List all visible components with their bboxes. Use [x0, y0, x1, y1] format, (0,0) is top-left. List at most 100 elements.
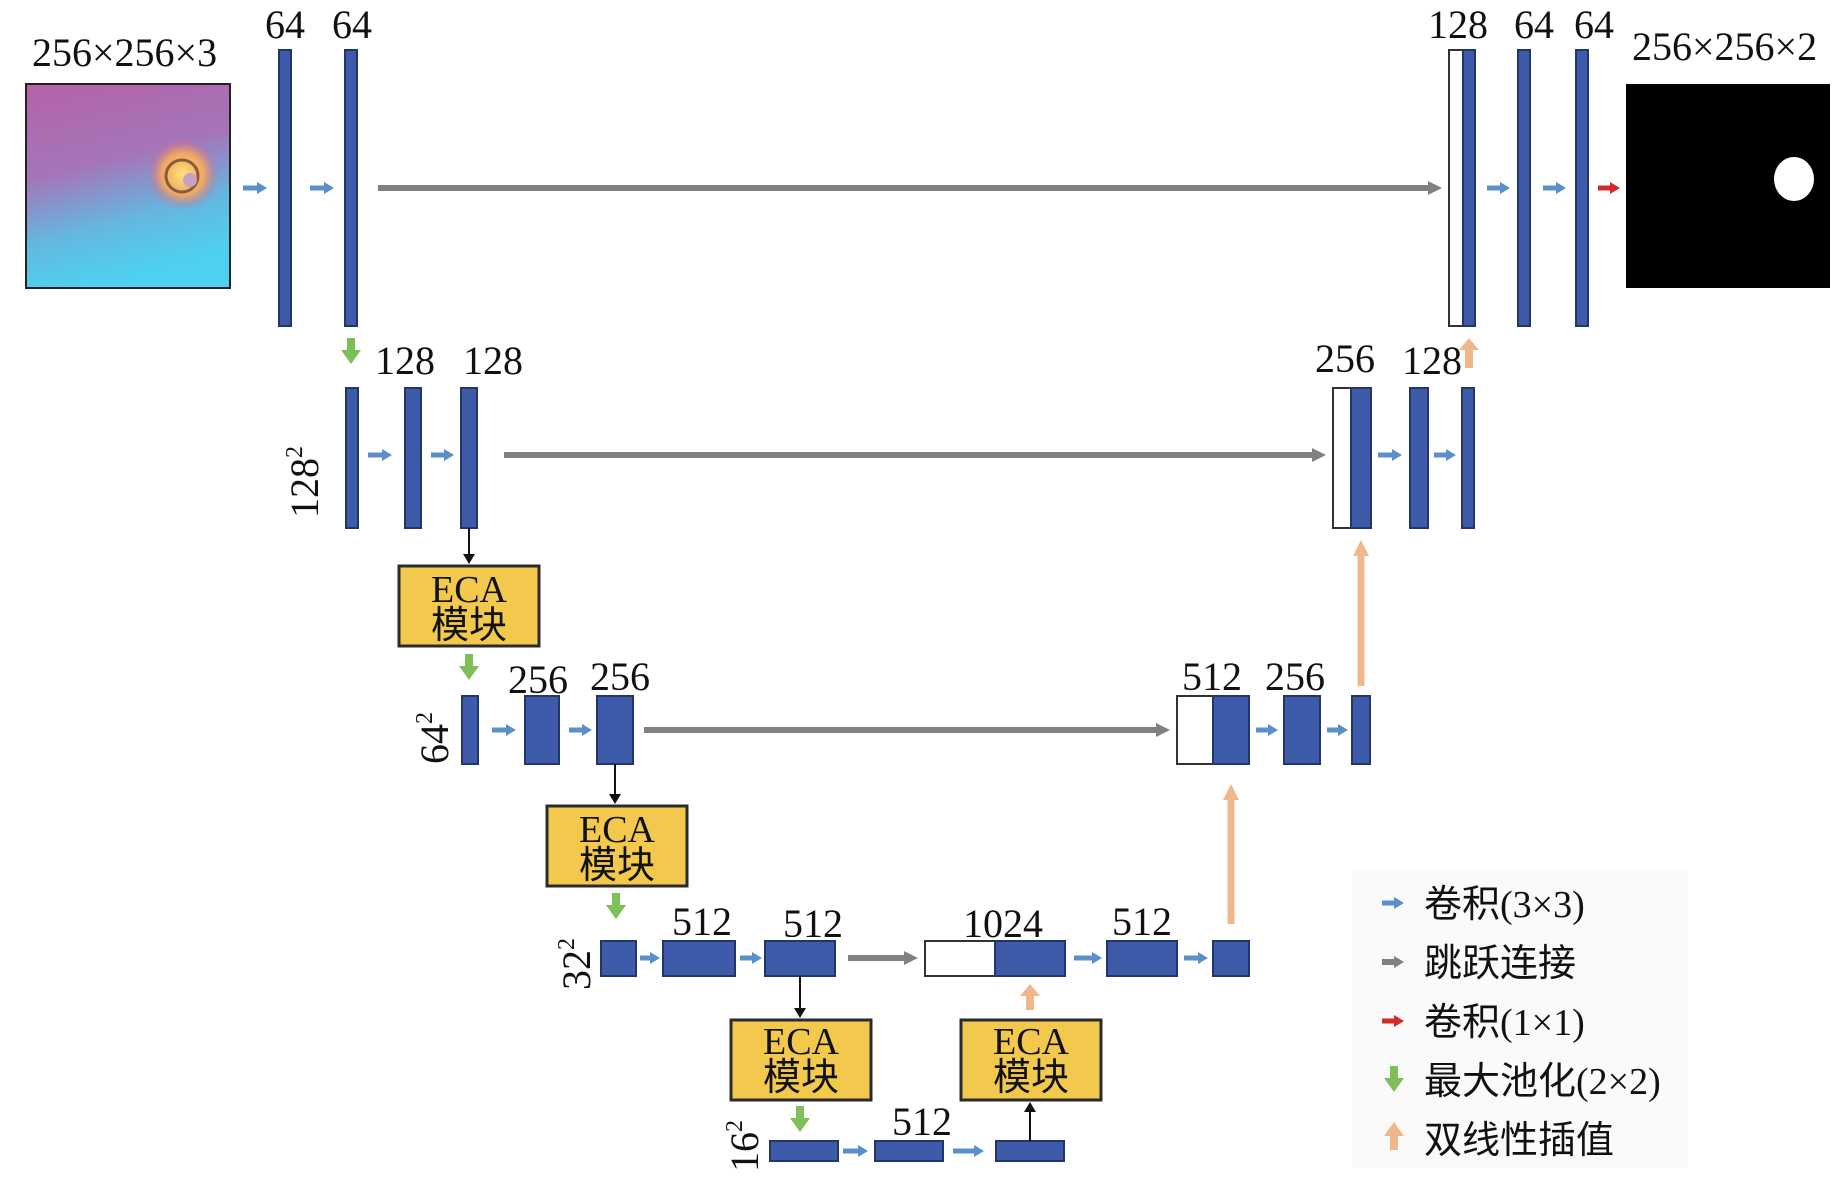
maxpool-arrow-l2 [459, 654, 479, 680]
res-label-l2: 1282 [282, 446, 327, 518]
l1-dec-concat-up [1462, 49, 1476, 327]
l2-dec-block-1 [1409, 387, 1429, 529]
l3-enc-channel-1: 256 [508, 657, 568, 702]
upsample-arrow-l4 [1020, 984, 1040, 1010]
l3-dec-block-2 [1351, 695, 1371, 765]
maxpool-arrow-icon [1384, 1066, 1404, 1092]
legend-label-skip: 跳跃连接 [1424, 943, 1576, 985]
output-mask [1626, 84, 1830, 288]
l2-dec-channel-2: 128 [1402, 338, 1462, 383]
l2-dec-block-2 [1461, 387, 1475, 529]
conv-arrow-l5-1 [843, 1145, 868, 1157]
conv-arrow-l3-dec-1 [1256, 724, 1278, 736]
l5-channel-1: 512 [892, 1099, 952, 1144]
eca-module-l4-dec-line1: ECA [993, 1021, 1070, 1063]
conv-arrow-l2-dec-1 [1378, 449, 1402, 461]
l1-dec-block-1 [1517, 49, 1531, 327]
l4-enc-block-2 [662, 940, 736, 977]
l4-dec-concat-skip [924, 940, 996, 977]
res-label-l5: 162 [722, 1120, 767, 1172]
connector-eca-l4-dec-from-bottleneck [1024, 1102, 1036, 1141]
res-label-l4: 322 [554, 938, 599, 990]
l3-enc-channel-2: 256 [590, 654, 650, 699]
eca-module-l2: ECA 模块 [397, 564, 541, 648]
legend: 卷积(3×3) 跳跃连接 卷积(1×1) 最大池化(2×2) 双线性插值 [1352, 870, 1688, 1168]
eca-module-l2-line1: ECA [431, 569, 508, 611]
l1-dec-channel-3: 64 [1574, 2, 1614, 47]
l5-block-2 [874, 1140, 944, 1162]
eca-module-l3-line1: ECA [579, 809, 656, 851]
legend-label-maxpool: 最大池化(2×2) [1424, 1061, 1661, 1103]
l1-enc-channel-1: 64 [265, 2, 305, 47]
arrows [243, 181, 1620, 1157]
upsample-arrow-l1 [1459, 338, 1479, 368]
maxpool-arrow-l1 [341, 338, 361, 364]
upsample-arrow-l3 [1223, 784, 1239, 924]
conv-arrow-icon [1382, 897, 1404, 909]
l3-dec-concat-up [1212, 695, 1250, 765]
l1-dec-channel-2: 64 [1514, 2, 1554, 47]
l4-enc-channel-2: 512 [783, 901, 843, 946]
skip-connection-l4 [848, 951, 918, 965]
l4-enc-channel-1: 512 [672, 899, 732, 944]
upsample-arrow-icon [1384, 1122, 1404, 1150]
conv-arrow-l4-1 [640, 952, 660, 964]
conv-arrow-l1-1 [243, 182, 267, 194]
conv-arrow-l4-dec-1 [1074, 952, 1102, 964]
l3-dec-concat-skip [1176, 695, 1214, 765]
eca-module-l4-dec: ECA 模块 [959, 1018, 1103, 1102]
skip-connection-l3 [644, 723, 1170, 737]
l4-dec-block-2 [1212, 940, 1250, 977]
l2-enc-block-2 [404, 387, 422, 529]
l2-enc-channel-1: 128 [375, 338, 435, 383]
l2-enc-block-3 [460, 387, 478, 529]
maxpool-arrow-l4 [790, 1106, 810, 1132]
l1-enc-block-2 [344, 49, 358, 327]
eca-module-l3: ECA 模块 [545, 804, 689, 888]
l2-enc-block-1 [345, 387, 359, 529]
conv-arrow-l5-2 [953, 1145, 984, 1157]
eca-module-l4-enc: ECA 模块 [729, 1018, 873, 1102]
conv-arrow-l2-dec-2 [1434, 449, 1456, 461]
l3-enc-block-2 [524, 695, 560, 765]
l1-enc-channel-2: 64 [332, 2, 372, 47]
legend-label-conv1x1: 卷积(1×1) [1424, 1002, 1585, 1044]
input-image [25, 83, 231, 289]
skip-connection-l2 [504, 448, 1326, 462]
l5-block-1 [769, 1140, 839, 1162]
channel-labels: 64 64 128 64 64 128 128 256 128 256 256 … [265, 2, 1614, 1144]
l4-dec-block-1 [1106, 940, 1178, 977]
resolution-labels: 1282 642 322 162 [282, 446, 767, 1172]
conv-arrow-l2-1 [368, 449, 392, 461]
conv-arrow-l3-1 [492, 724, 516, 736]
eca-module-l4-enc-line2: 模块 [763, 1057, 839, 1099]
l1-dec-block-2 [1575, 49, 1589, 327]
output-size-label: 256×256×2 [1632, 24, 1817, 69]
conv-arrow-l1-2 [310, 182, 334, 194]
l4-enc-block-1 [600, 940, 637, 977]
conv-arrow-l4-dec-2 [1184, 952, 1208, 964]
connector-to-eca-l4-enc [794, 976, 806, 1018]
input-size-label: 256×256×3 [32, 30, 217, 75]
l4-dec-concat-up [994, 940, 1066, 977]
conv-arrow-l4-2 [740, 952, 762, 964]
l3-dec-channel-2: 256 [1265, 654, 1325, 699]
l4-dec-channel-2: 512 [1112, 899, 1172, 944]
l1-enc-block-1 [278, 49, 292, 327]
l4-enc-block-3 [764, 940, 836, 977]
l5-block-3 [995, 1140, 1065, 1162]
maxpool-arrow-l3 [606, 893, 626, 919]
conv-arrow-l2-2 [431, 449, 454, 461]
feature-blocks [278, 49, 1589, 1162]
conv-arrow-l1-dec-1 [1487, 182, 1510, 194]
connector-to-eca-l3 [609, 764, 621, 804]
l2-enc-channel-2: 128 [463, 338, 523, 383]
upsample-arrow-l2 [1353, 540, 1369, 686]
skip-arrow-icon [1382, 956, 1404, 968]
l2-dec-concat-up [1350, 387, 1372, 529]
l2-dec-concat-skip [1332, 387, 1352, 529]
res-label-l3: 642 [412, 712, 457, 764]
conv-arrow-l3-dec-2 [1327, 724, 1348, 736]
